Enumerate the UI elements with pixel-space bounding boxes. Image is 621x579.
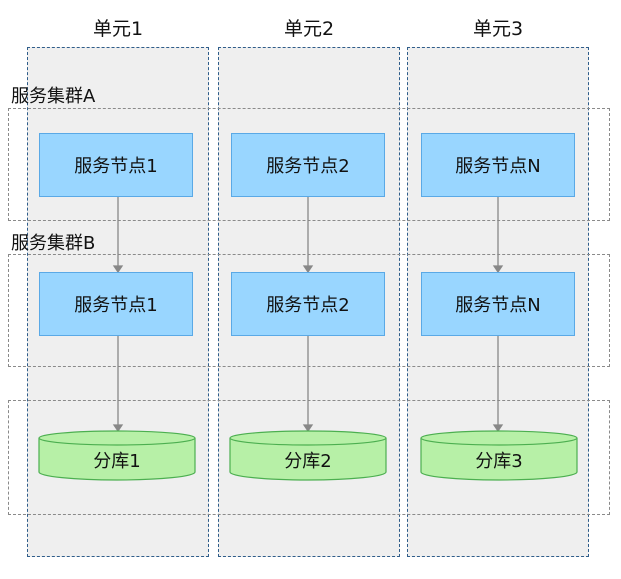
cluster-b-label: 服务集群B [11,233,96,254]
service-node-b-unit3: 服务节点N [421,272,575,336]
db-band [8,400,610,515]
db-shard-label: 分库2 [284,451,332,472]
cluster-a-band [8,108,610,221]
db-shard-label: 分库3 [475,451,523,472]
db-shard-3: 分库3 [420,430,578,482]
service-node-a-unit1: 服务节点1 [39,133,193,197]
database-icon [420,430,578,481]
service-node-b-unit2: 服务节点2 [231,272,385,336]
db-shard-label: 分库1 [93,451,141,472]
cluster-b-band [8,254,610,367]
database-icon [229,430,387,481]
service-node-b-unit1: 服务节点1 [39,272,193,336]
db-shard-1: 分库1 [38,430,196,482]
unit-title-1: 单元1 [92,18,144,40]
service-node-a-unit2: 服务节点2 [231,133,385,197]
database-icon [38,430,196,481]
service-node-a-unit3: 服务节点N [421,133,575,197]
unit-title-2: 单元2 [283,18,335,40]
unit-title-3: 单元3 [472,18,524,40]
cluster-a-label: 服务集群A [11,86,96,107]
db-shard-2: 分库2 [229,430,387,482]
